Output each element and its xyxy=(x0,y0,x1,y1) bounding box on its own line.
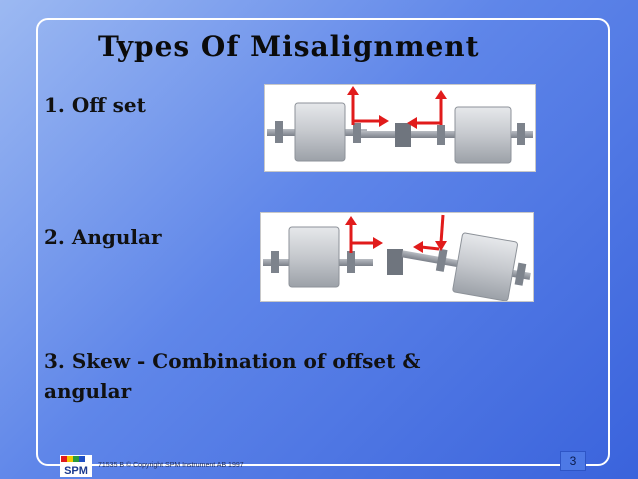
collar-right xyxy=(514,262,527,286)
motor-left xyxy=(288,226,340,288)
offset-diagram xyxy=(264,84,536,172)
angular-arrows xyxy=(345,214,447,253)
coupling-center xyxy=(387,249,403,275)
angular-diagram xyxy=(260,212,534,302)
page-number: 3 xyxy=(560,451,586,471)
coupling-half-right xyxy=(437,125,445,145)
item-offset: 1. Off set xyxy=(44,93,146,117)
collar-left xyxy=(271,251,279,273)
angular-diagram-svg xyxy=(263,214,531,302)
coupling-half-left xyxy=(353,123,361,143)
motor-left xyxy=(294,102,346,162)
svg-text:SPM: SPM xyxy=(64,465,88,477)
slide-frame xyxy=(36,18,610,466)
coupling-half-left xyxy=(347,251,355,273)
item-skew-line1: 3. Skew - Combination of offset & xyxy=(44,349,421,373)
collar-right xyxy=(517,123,525,145)
coupling-center xyxy=(395,123,411,147)
machine-right xyxy=(454,106,512,164)
spm-logo: SPM xyxy=(60,455,92,477)
offset-arrows xyxy=(347,86,447,129)
coupling-half-right xyxy=(435,248,448,272)
footer-copyright: 71535 B © Copyright SPM Instrument AB 19… xyxy=(98,462,244,469)
angled-machine-group xyxy=(401,232,531,302)
offset-diagram-svg xyxy=(267,86,533,164)
item-angular: 2. Angular xyxy=(44,225,162,249)
collar-left xyxy=(275,121,283,143)
slide-title: Types Of Misalignment xyxy=(98,30,480,63)
item-skew-line2: angular xyxy=(44,379,132,403)
machine-right xyxy=(452,232,518,302)
